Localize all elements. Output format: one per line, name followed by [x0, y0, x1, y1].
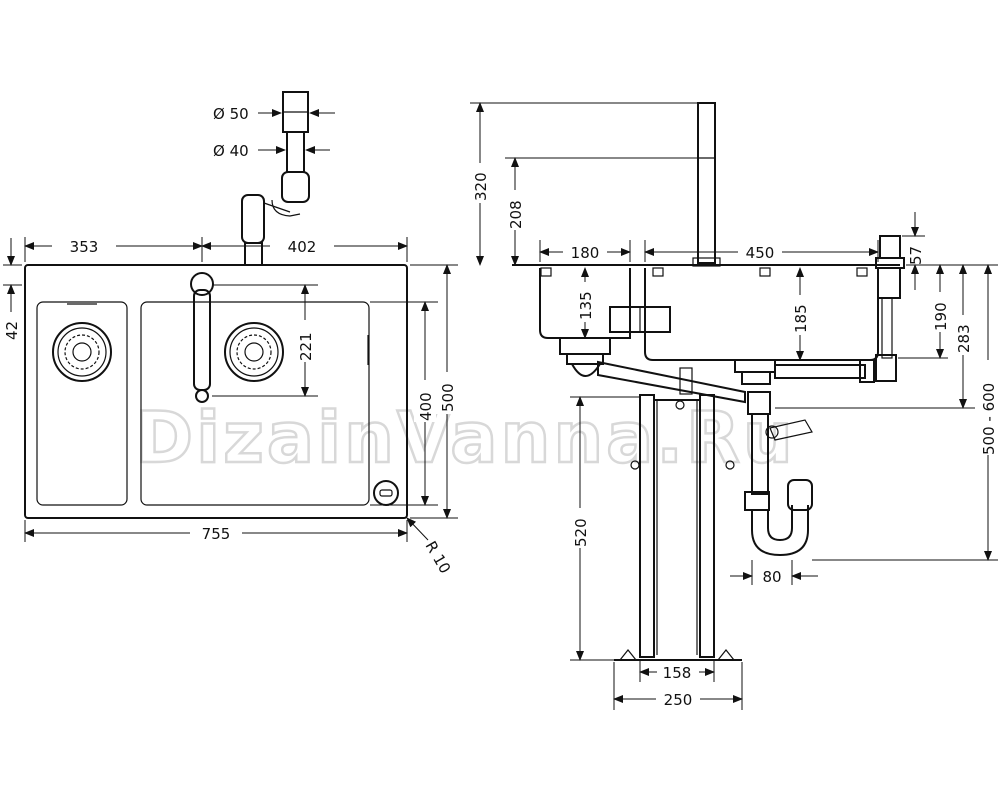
top-dimensions: 353 402 755 R 10 42 221	[3, 105, 458, 577]
sink-outline	[24, 264, 408, 519]
dim-208: 208	[507, 200, 525, 229]
dim-500-600: 500 - 600	[980, 383, 998, 455]
dim-190: 190	[932, 302, 950, 331]
dim-135: 135	[577, 291, 595, 320]
dim-185: 185	[792, 304, 810, 333]
dim-d40: Ø 40	[213, 142, 249, 160]
side-view: 320 208 180 450 135 185	[469, 102, 999, 710]
dim-402: 402	[288, 238, 317, 256]
small-bowl-side	[539, 268, 631, 339]
faucet-top-icon	[190, 272, 214, 403]
dim-80: 80	[762, 568, 781, 586]
overflow-icon	[373, 480, 399, 506]
dim-180: 180	[571, 244, 600, 262]
dim-520: 520	[572, 518, 590, 547]
dim-450: 450	[746, 244, 775, 262]
small-bowl	[36, 301, 128, 506]
side-dimensions: 320 208 180 450 135 185	[469, 102, 999, 710]
dim-r10: R 10	[422, 538, 455, 577]
drain-small-side	[559, 337, 611, 377]
drain-right-icon	[224, 322, 284, 382]
siphon-trap-icon	[744, 391, 813, 557]
dim-283: 283	[955, 324, 973, 353]
drain-left-icon	[52, 322, 112, 382]
dispenser-side-icon	[875, 235, 905, 382]
dim-400: 400	[417, 392, 435, 421]
top-view: 353 402 755 R 10 42 221	[3, 91, 458, 577]
faucet-side-icon	[697, 102, 716, 264]
drain-big-side	[734, 359, 875, 385]
dim-158: 158	[663, 664, 692, 682]
big-bowl	[140, 301, 370, 506]
watermark: DizainVanna.Ru	[135, 397, 796, 479]
dim-d50: Ø 50	[213, 105, 249, 123]
dim-320: 320	[472, 172, 490, 201]
drain-pipe	[597, 360, 746, 404]
dim-500: 500	[439, 383, 457, 412]
dim-57: 57	[907, 246, 925, 265]
dim-221: 221	[297, 332, 315, 361]
dim-353: 353	[70, 238, 99, 256]
dim-250: 250	[664, 691, 693, 709]
big-bowl-side	[644, 268, 879, 361]
dim-42: 42	[3, 321, 21, 340]
cabinet-stand	[614, 394, 742, 661]
dim-755: 755	[202, 525, 231, 543]
